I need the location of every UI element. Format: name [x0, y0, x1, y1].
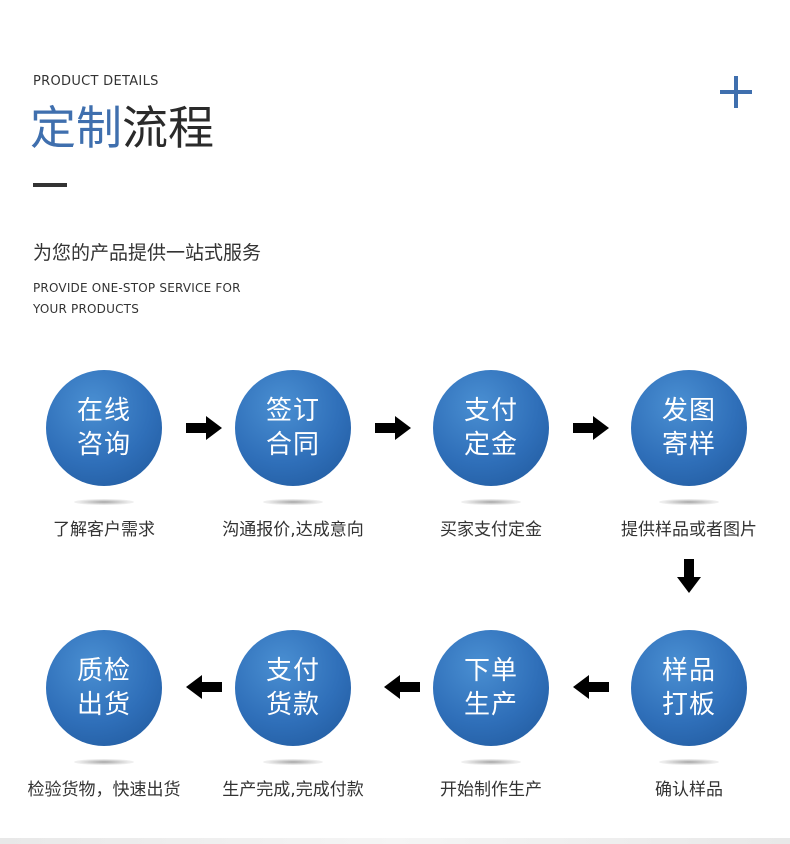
step-caption: 确认样品: [655, 780, 723, 800]
step-label-line2: 生产: [463, 690, 518, 720]
step-label-line2: 咨询: [76, 430, 131, 460]
step-label-line1: 支付: [463, 396, 518, 426]
step-label-line1: 发图: [661, 396, 716, 426]
step-7: 支付 货款: [235, 630, 355, 765]
step-circle: 支付 货款: [235, 630, 351, 746]
arrow-down-icon: [677, 559, 701, 593]
step-label-line2: 货款: [265, 690, 320, 720]
step-label-line2: 合同: [265, 430, 320, 460]
step-4: 发图 寄样: [631, 370, 751, 505]
step-label-line1: 签订: [265, 396, 320, 426]
step-shadow: [263, 759, 323, 765]
step-shadow: [659, 759, 719, 765]
step-shadow: [659, 499, 719, 505]
subtitle: 为您的产品提供一站式服务: [33, 242, 262, 264]
step-circle: 下单 生产: [433, 630, 549, 746]
page-title: 定制流程: [30, 100, 214, 156]
step-circle: 质检 出货: [46, 630, 162, 746]
page-title-rest: 流程: [122, 101, 214, 155]
step-circle: 发图 寄样: [631, 370, 747, 486]
step-shadow: [74, 499, 134, 505]
step-1: 在线 咨询: [46, 370, 166, 505]
arrow-left-icon: [384, 675, 420, 699]
step-caption: 检验货物，快速出货: [27, 780, 181, 800]
subtitle-en-line1: PROVIDE ONE-STOP SERVICE FOR: [33, 281, 241, 295]
step-shadow: [74, 759, 134, 765]
step-8: 质检 出货: [46, 630, 166, 765]
step-circle: 签订 合同: [235, 370, 351, 486]
step-label-line1: 下单: [463, 656, 518, 686]
page-title-accent: 定制: [30, 101, 122, 155]
arrow-left-icon: [186, 675, 222, 699]
step-caption: 了解客户需求: [53, 520, 155, 540]
step-circle: 在线 咨询: [46, 370, 162, 486]
step-label-line2: 寄样: [661, 430, 716, 460]
step-caption: 买家支付定金: [440, 520, 542, 540]
step-label-line1: 样品: [661, 656, 716, 686]
step-label-line1: 支付: [265, 656, 320, 686]
step-shadow: [263, 499, 323, 505]
step-circle: 样品 打板: [631, 630, 747, 746]
step-3: 支付 定金: [433, 370, 553, 505]
step-label-line2: 打板: [661, 690, 716, 720]
step-circle: 支付 定金: [433, 370, 549, 486]
arrow-right-icon: [186, 416, 222, 440]
bottom-divider: [0, 838, 790, 844]
step-6: 下单 生产: [433, 630, 553, 765]
step-shadow: [461, 499, 521, 505]
step-5: 样品 打板: [631, 630, 751, 765]
arrow-left-icon: [573, 675, 609, 699]
title-divider: [33, 183, 67, 187]
step-label-line2: 定金: [463, 430, 518, 460]
arrow-right-icon: [573, 416, 609, 440]
eyebrow-label: PRODUCT DETAILS: [33, 74, 159, 89]
step-label-line1: 质检: [76, 656, 131, 686]
arrow-right-icon: [375, 416, 411, 440]
subtitle-en-line2: YOUR PRODUCTS: [33, 302, 140, 316]
step-caption: 开始制作生产: [440, 780, 542, 800]
step-2: 签订 合同: [235, 370, 355, 505]
step-caption: 生产完成,完成付款: [222, 780, 364, 800]
step-label-line1: 在线: [76, 396, 131, 426]
plus-icon[interactable]: [720, 76, 752, 108]
step-caption: 提供样品或者图片: [621, 520, 757, 540]
step-shadow: [461, 759, 521, 765]
step-caption: 沟通报价,达成意向: [222, 520, 364, 540]
step-label-line2: 出货: [76, 690, 131, 720]
subtitle-en: PROVIDE ONE-STOP SERVICE FOR YOUR PRODUC…: [33, 278, 293, 320]
